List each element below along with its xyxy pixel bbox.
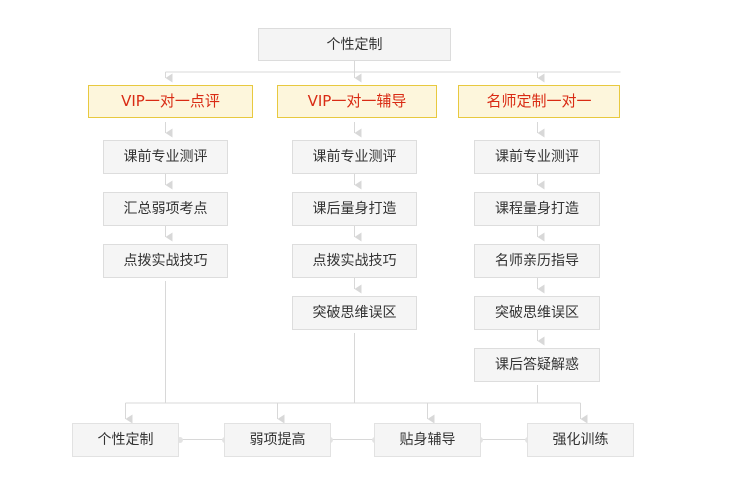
branch-1-step-1-label: 课前专业测评 bbox=[123, 149, 208, 165]
branch-2-step-2-label: 课后量身打造 bbox=[312, 201, 397, 217]
branch-1-step-1[interactable]: 课前专业测评 bbox=[103, 140, 228, 174]
branch-header-2-label: VIP一对一辅导 bbox=[307, 92, 407, 110]
branch-header-3[interactable]: 名师定制一对一 bbox=[458, 85, 620, 118]
root-node[interactable]: 个性定制 bbox=[258, 28, 451, 61]
branch-3-step-5[interactable]: 课后答疑解惑 bbox=[474, 348, 600, 382]
branch-1-step-2-label: 汇总弱项考点 bbox=[123, 201, 208, 217]
branch-1-step-2[interactable]: 汇总弱项考点 bbox=[103, 192, 228, 226]
outcome-node-4-label: 强化训练 bbox=[552, 432, 609, 448]
branch-header-3-label: 名师定制一对一 bbox=[486, 92, 592, 110]
branch-1-step-3[interactable]: 点拨实战技巧 bbox=[103, 244, 228, 278]
branch-header-2[interactable]: VIP一对一辅导 bbox=[277, 85, 437, 118]
root-node-label: 个性定制 bbox=[326, 36, 383, 53]
branch-3-step-5-label: 课后答疑解惑 bbox=[495, 357, 579, 373]
outcome-node-3-label: 贴身辅导 bbox=[399, 432, 456, 448]
branch-2-step-4-label: 突破思维误区 bbox=[312, 305, 397, 321]
outcome-node-2-label: 弱项提高 bbox=[249, 432, 306, 448]
outcome-node-2[interactable]: 弱项提高 bbox=[224, 423, 331, 457]
outcome-node-4[interactable]: 强化训练 bbox=[527, 423, 634, 457]
branch-2-step-1[interactable]: 课前专业测评 bbox=[292, 140, 417, 174]
branch-3-step-4-label: 突破思维误区 bbox=[495, 305, 579, 321]
branch-2-step-3[interactable]: 点拨实战技巧 bbox=[292, 244, 417, 278]
branch-header-1[interactable]: VIP一对一点评 bbox=[88, 85, 253, 118]
branch-2-step-1-label: 课前专业测评 bbox=[312, 149, 397, 165]
outcome-node-1-label: 个性定制 bbox=[97, 432, 154, 448]
branch-3-step-1[interactable]: 课前专业测评 bbox=[474, 140, 600, 174]
connector-dot bbox=[177, 437, 183, 443]
branch-1-step-3-label: 点拨实战技巧 bbox=[123, 253, 208, 269]
branch-2-step-4[interactable]: 突破思维误区 bbox=[292, 296, 417, 330]
branch-3-step-4[interactable]: 突破思维误区 bbox=[474, 296, 600, 330]
branch-2-step-2[interactable]: 课后量身打造 bbox=[292, 192, 417, 226]
branch-2-step-3-label: 点拨实战技巧 bbox=[312, 253, 397, 269]
branch-3-step-3-label: 名师亲历指导 bbox=[495, 253, 579, 269]
branch-header-1-label: VIP一对一点评 bbox=[121, 92, 220, 110]
branch-3-step-2-label: 课程量身打造 bbox=[495, 201, 579, 217]
branch-3-step-3[interactable]: 名师亲历指导 bbox=[474, 244, 600, 278]
branch-3-step-1-label: 课前专业测评 bbox=[495, 149, 579, 165]
branch-3-step-2[interactable]: 课程量身打造 bbox=[474, 192, 600, 226]
outcome-node-1[interactable]: 个性定制 bbox=[72, 423, 179, 457]
outcome-node-3[interactable]: 贴身辅导 bbox=[374, 423, 481, 457]
